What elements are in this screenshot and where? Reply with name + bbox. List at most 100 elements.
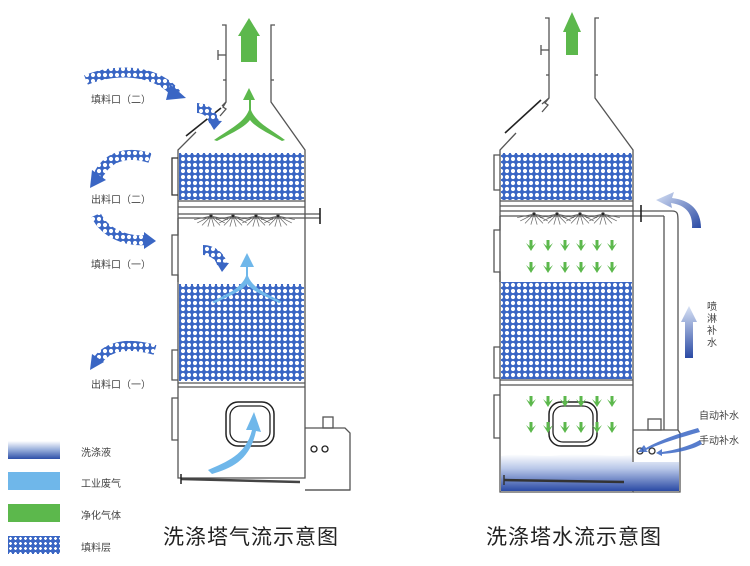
spray-nozzle	[276, 214, 280, 218]
spray-return-curve-arrow	[656, 192, 701, 228]
water-down-arrow	[543, 422, 553, 433]
spray-line	[277, 215, 288, 226]
purified-gas-swatch	[8, 504, 60, 522]
fill-port-1-arrowhead	[144, 232, 156, 249]
clean-gas-split-arrow	[214, 88, 285, 141]
spray-line	[602, 213, 617, 222]
outlet-port-2-arrow	[93, 149, 152, 179]
water-down-arrow	[543, 262, 553, 273]
water-down-arrow	[607, 262, 617, 273]
water-down-arrow	[560, 396, 570, 407]
right-clean-gas-arrow	[563, 12, 581, 55]
waste-gas-split-arrow	[212, 253, 282, 303]
water-down-arrow	[560, 262, 570, 273]
spray-line	[264, 215, 279, 224]
inner-fill-arrowhead	[216, 262, 229, 272]
fill-port-1-label: 填料口（一）	[91, 260, 151, 271]
spray-line	[268, 215, 279, 226]
spray-line	[239, 215, 257, 221]
hatch-fill-arrowhead	[208, 120, 222, 130]
legend-item-purified-gas: 净化气体	[8, 504, 208, 524]
left-diagram-title: 洗涤塔气流示意图	[163, 525, 339, 549]
packing-layer-swatch	[8, 536, 60, 554]
legend-label: 工业废气	[81, 479, 121, 490]
spray-line	[556, 213, 574, 219]
fill-port-2-arrow	[84, 67, 181, 98]
makeup-water-arrows	[638, 428, 702, 456]
legend-item-washing-liquid: 洗涤液	[8, 441, 208, 461]
water-down-arrow	[560, 422, 570, 433]
manual-makeup-water-label: 手动补水	[699, 436, 739, 447]
spray-line	[543, 213, 558, 222]
water-down-arrow	[526, 422, 536, 433]
right-tower	[493, 17, 681, 493]
left-clean-gas-arrows	[214, 18, 285, 141]
washing-liquid-swatch	[8, 441, 60, 459]
spray-line	[517, 213, 535, 219]
right-packing-main	[501, 282, 632, 379]
auto-makeup-water-label: 自动补水	[699, 411, 739, 422]
outlet-port-1-arrowhead	[90, 354, 104, 370]
legend-label: 填料层	[81, 543, 111, 554]
spray-line	[579, 213, 590, 224]
spray-line	[210, 215, 221, 226]
spray-line	[566, 213, 581, 222]
left-spray-nozzle-lines	[194, 214, 295, 227]
legend-item-waste-gas: 工业废气	[8, 472, 208, 492]
legend-label: 净化气体	[81, 511, 121, 522]
spray-line	[219, 215, 234, 224]
spray-line	[533, 213, 544, 224]
right-washing-liquid	[501, 454, 679, 491]
spray-line	[556, 213, 567, 224]
spray-makeup-up-arrow	[681, 306, 697, 358]
manual-makeup-arrow	[656, 440, 702, 456]
water-down-arrow	[576, 396, 586, 407]
hatch-fill-arrow	[196, 103, 219, 124]
spray-line	[533, 213, 551, 219]
spray-line	[579, 213, 597, 219]
outlet-port-2-arrowhead	[90, 170, 106, 188]
spray-line	[197, 215, 212, 224]
legend-item-packing-layer: 填料层	[8, 536, 208, 556]
spray-nozzle	[209, 214, 213, 218]
fill-port-2-label: 填料口（二）	[91, 95, 151, 106]
spray-line	[261, 215, 279, 221]
right-packing-top	[501, 153, 632, 200]
spray-nozzle	[578, 212, 582, 216]
outlet-port-2-label: 出料口（二）	[91, 195, 151, 206]
spray-line	[246, 215, 257, 226]
left-tower	[171, 24, 351, 491]
inner-fill-arrow	[202, 245, 227, 266]
water-down-arrow	[607, 240, 617, 251]
spray-nozzle	[254, 214, 258, 218]
spray-line	[593, 213, 604, 224]
right-spray-nozzles	[517, 212, 620, 225]
spray-line	[589, 213, 604, 222]
water-down-arrow	[576, 240, 586, 251]
spray-line	[232, 215, 243, 226]
spray-line	[223, 215, 234, 226]
water-down-arrow	[526, 240, 536, 251]
spray-line	[540, 213, 558, 219]
spray-line	[242, 215, 257, 224]
water-down-arrow	[592, 240, 602, 251]
spray-line	[586, 213, 604, 219]
right-water-flow-arrows	[526, 240, 617, 433]
spray-line	[602, 213, 613, 224]
left-packing-top	[179, 153, 304, 200]
spray-line	[201, 215, 212, 226]
spray-line	[524, 213, 535, 224]
water-down-arrow	[543, 396, 553, 407]
spray-makeup-water-label: 喷淋补水	[707, 302, 717, 349]
left-packing-flow-arrows	[84, 67, 227, 364]
spray-line	[570, 213, 581, 224]
spray-line	[277, 215, 292, 224]
spray-line	[520, 213, 535, 222]
water-down-arrow	[543, 240, 553, 251]
water-down-arrow	[592, 422, 602, 433]
spray-line	[255, 215, 266, 226]
spray-nozzle	[601, 212, 605, 216]
spray-nozzle	[231, 214, 235, 218]
spray-line	[277, 215, 295, 221]
